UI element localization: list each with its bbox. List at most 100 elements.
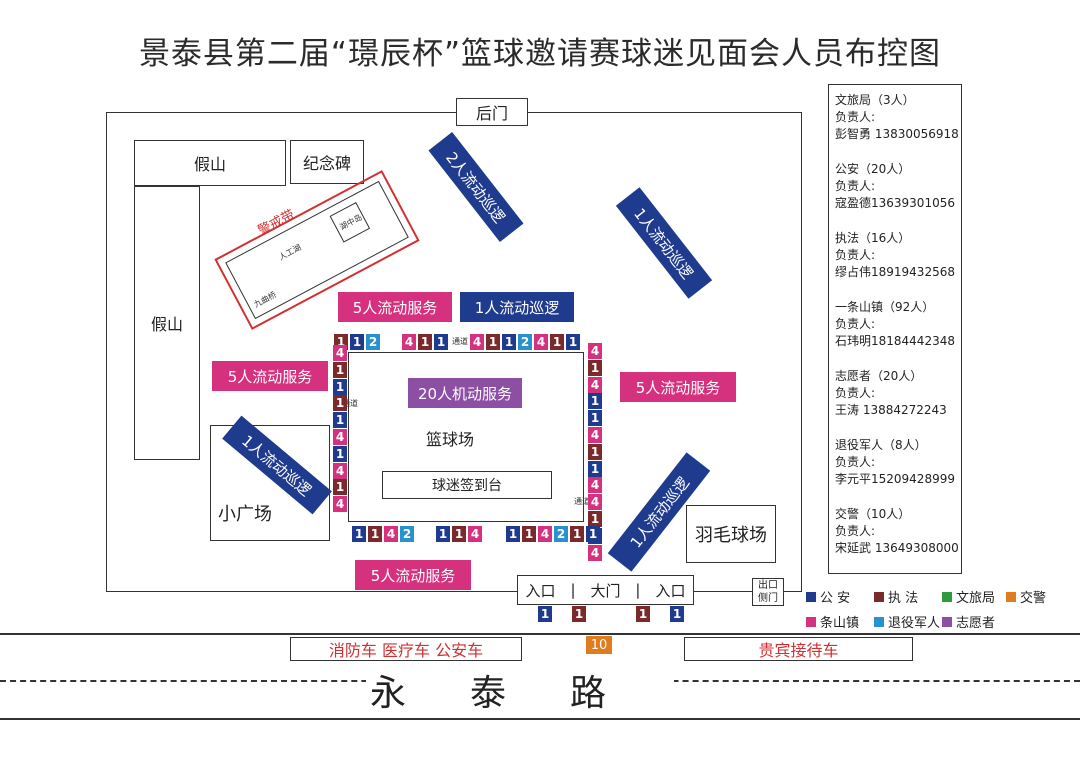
legend-swatch xyxy=(806,616,816,627)
legend: 公 安 执 法 文旅局 交警 条山镇 退役军人 志愿者 xyxy=(806,587,1078,631)
info-person: 缪占伟18919432568 xyxy=(835,265,955,279)
info-person: 宋延武 13649308000 xyxy=(835,541,959,555)
badminton-court: 羽毛球场 xyxy=(686,505,776,563)
info-person: 王涛 13884272243 xyxy=(835,403,947,417)
staff-chip: 1 xyxy=(588,393,602,410)
serve-5-bottom-band: 5人流动服务 xyxy=(355,560,471,590)
legend-label: 文旅局 xyxy=(956,591,996,606)
channel-right: 通道 xyxy=(574,497,590,506)
staff-chip: 1 xyxy=(550,334,564,350)
staff-chip: 1 xyxy=(588,410,602,427)
serve-5-top-band: 5人流动服务 xyxy=(338,292,452,322)
info-dept: 交警（10人） xyxy=(835,507,911,521)
basketball-court xyxy=(348,352,584,522)
staff-chip: 4 xyxy=(333,345,347,361)
legend-swatch xyxy=(942,591,952,602)
staff-chip: 4 xyxy=(470,334,484,350)
legend-swatch xyxy=(874,591,884,602)
info-dept: 志愿者（20人） xyxy=(835,369,923,383)
legend-swatch xyxy=(874,616,884,627)
staff-chip: 4 xyxy=(588,477,602,494)
road-name: 永泰路 xyxy=(366,664,675,716)
staff-chip: 1 xyxy=(588,460,602,477)
staff-chip: 4 xyxy=(534,334,548,350)
staff-chip: 1 xyxy=(436,526,450,542)
entrance-right: 入口 xyxy=(655,581,686,600)
info-dept: 执法（16人） xyxy=(835,231,911,245)
signin-desk: 球迷签到台 xyxy=(382,471,552,499)
staff-chip: 4 xyxy=(538,526,552,542)
small-square xyxy=(210,425,330,541)
staff-chip: 4 xyxy=(588,343,602,359)
legend-item: 条山镇 xyxy=(806,612,874,631)
staff-chip: 4 xyxy=(402,334,416,350)
staff-chip: 2 xyxy=(518,334,532,350)
map-title: 景泰县第二届“璟辰杯”篮球邀请赛球迷见面会人员布控图 xyxy=(138,36,942,72)
staff-chip: 1 xyxy=(586,526,600,542)
info-lead: 负责人: xyxy=(835,524,876,538)
back-gate: 后门 xyxy=(456,98,528,126)
small-square-label: 小广场 xyxy=(218,504,272,525)
info-entry: 退役军人（8人） 负责人: 李元平15209428999 xyxy=(835,437,965,506)
info-entry: 交警（10人） 负责人: 宋延武 13649308000 xyxy=(835,506,965,575)
info-entry: 一条山镇（92人） 负责人: 石玮明18184442348 xyxy=(835,299,965,368)
info-person: 李元平15209428999 xyxy=(835,472,955,486)
staff-chip: 1 xyxy=(506,526,520,542)
staff-chip: 4 xyxy=(333,429,347,445)
info-dept: 退役军人（8人） xyxy=(835,438,927,452)
legend-item: 志愿者 xyxy=(942,612,1006,631)
legend-item: 执 法 xyxy=(874,587,942,606)
staff-chip: 1 xyxy=(588,359,602,376)
info-lead: 负责人: xyxy=(835,455,876,469)
staff-chip: 1 xyxy=(333,361,347,378)
legend-label: 退役军人 xyxy=(888,616,941,631)
monument: 纪念碑 xyxy=(290,140,364,184)
staff-chip: 1 xyxy=(333,378,347,395)
staff-chip: 4 xyxy=(333,496,347,513)
info-lead: 负责人: xyxy=(835,248,876,262)
staff-chip: 1 xyxy=(333,395,347,412)
info-lead: 负责人: xyxy=(835,317,876,331)
gate-divider: | xyxy=(635,581,641,599)
info-person: 石玮明18184442348 xyxy=(835,334,955,348)
staff-chip: 1 xyxy=(636,606,650,622)
road-bottom-line xyxy=(0,718,1080,720)
staff-chip: 1 xyxy=(502,334,516,350)
info-dept: 文旅局（3人） xyxy=(835,93,915,107)
info-entry: 执法（16人） 负责人: 缪占伟18919432568 xyxy=(835,230,965,299)
staff-chip: 2 xyxy=(400,526,414,542)
staff-chip: 4 xyxy=(588,494,602,511)
staff-chip: 4 xyxy=(588,427,602,443)
side-gate-label: 侧门 xyxy=(758,593,778,604)
staff-chip: 1 xyxy=(350,334,364,350)
legend-label: 执 法 xyxy=(888,591,919,606)
info-panel xyxy=(828,84,962,574)
gate-divider: | xyxy=(570,581,576,599)
staff-chip: 1 xyxy=(333,412,347,429)
legend-item: 交警 xyxy=(1006,587,1066,606)
channel-left: 通道 xyxy=(342,399,358,408)
legend-item: 文旅局 xyxy=(942,587,1006,606)
serve-5-left-band: 5人流动服务 xyxy=(212,361,328,391)
info-list: 文旅局（3人） 负责人: 彭智勇 13830056918 公安（20人） 负责人… xyxy=(835,92,965,575)
patrol-1-top-band: 1人流动巡逻 xyxy=(460,292,574,322)
mobile-20-band: 20人机动服务 xyxy=(408,378,522,408)
staff-chip: 4 xyxy=(333,462,347,479)
info-entry: 志愿者（20人） 负责人: 王涛 13884272243 xyxy=(835,368,965,437)
info-dept: 公安（20人） xyxy=(835,162,911,176)
emergency-vehicles: 消防车 医疗车 公安车 xyxy=(290,637,522,661)
info-lead: 负责人: xyxy=(835,179,876,193)
side-gate-box: 出口 侧门 xyxy=(752,578,784,606)
rockery-left: 假山 xyxy=(134,186,200,460)
road-top-line xyxy=(0,633,1080,635)
legend-label: 条山镇 xyxy=(820,616,860,631)
info-lead: 负责人: xyxy=(835,386,876,400)
legend-item: 公 安 xyxy=(806,587,874,606)
staff-chip: 1 xyxy=(418,334,432,350)
side-exit-label: 出口 xyxy=(758,580,778,591)
serve-5-right-band: 5人流动服务 xyxy=(620,372,736,402)
info-entry: 公安（20人） 负责人: 寇盈德13639301056 xyxy=(835,161,965,230)
staff-chip: 2 xyxy=(366,334,380,350)
staff-chip: 1 xyxy=(333,479,347,496)
legend-item: 退役军人 xyxy=(874,612,942,631)
